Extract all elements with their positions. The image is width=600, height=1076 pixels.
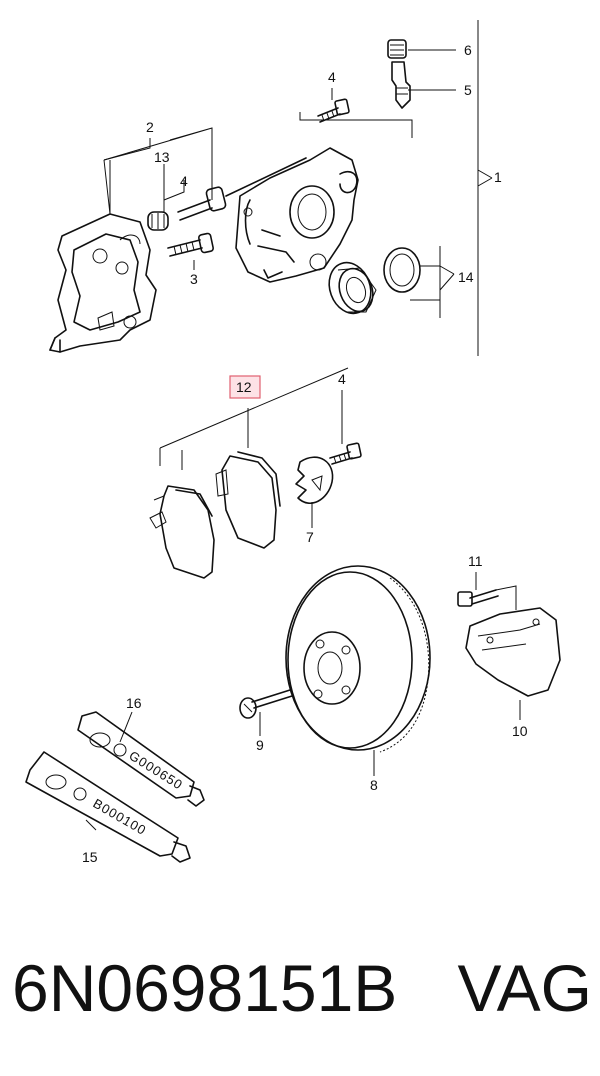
callout-8: 8 xyxy=(370,777,378,793)
brand-label: VAG xyxy=(457,951,592,1025)
brake-disc xyxy=(285,565,431,753)
splash-shield-10 xyxy=(465,607,561,697)
bolt-11 xyxy=(457,589,499,607)
callout-7: 7 xyxy=(306,529,314,545)
caption-bar: 6N0698151B VAG xyxy=(12,950,592,1040)
screw-9 xyxy=(239,689,293,719)
disc-callout-leaders xyxy=(259,572,521,776)
callout-14: 14 xyxy=(458,269,474,285)
bleeder-screw xyxy=(387,39,411,109)
callout-15: 15 xyxy=(82,849,98,865)
grease-tube-upper: G000650 xyxy=(77,711,205,807)
callout-9: 9 xyxy=(256,737,264,753)
callout-6: 6 xyxy=(464,42,472,58)
pad-callout-leaders xyxy=(159,367,349,528)
bolt-4-top xyxy=(317,98,350,123)
callout-13: 13 xyxy=(154,149,170,165)
top-callout-leaders xyxy=(103,20,493,356)
callout-1: 1 xyxy=(494,169,502,185)
brake-pad-outer xyxy=(149,485,215,579)
brake-pad-inner xyxy=(215,451,281,549)
callout-16: 16 xyxy=(126,695,142,711)
caliper-carrier xyxy=(49,213,157,353)
callout-4-top: 4 xyxy=(328,69,336,85)
guide-pin-assembly xyxy=(147,157,307,231)
lower-tube-code: B000100 xyxy=(91,796,150,839)
wear-plate-7 xyxy=(295,456,334,504)
callout-4-caliper: 4 xyxy=(180,173,188,189)
bolt-4-pad xyxy=(329,442,362,465)
callout-4-pad: 4 xyxy=(338,371,346,387)
caliper-housing xyxy=(235,147,359,283)
callout-12-highlight xyxy=(229,375,261,399)
callout-11: 11 xyxy=(468,553,483,569)
piston-and-seal xyxy=(328,247,421,315)
callout-12: 12 xyxy=(236,379,252,395)
part-number: 6N0698151B xyxy=(12,951,398,1025)
callout-2: 2 xyxy=(146,119,154,135)
tube-callout-leaders xyxy=(85,711,133,831)
callout-5: 5 xyxy=(464,82,472,98)
callout-3: 3 xyxy=(190,271,198,287)
callout-10: 10 xyxy=(512,723,528,739)
exploded-brake-diagram: G000650 B000100 1 2 3 4 4 4 5 6 7 8 9 10… xyxy=(25,20,561,865)
bolt-3 xyxy=(167,232,214,257)
